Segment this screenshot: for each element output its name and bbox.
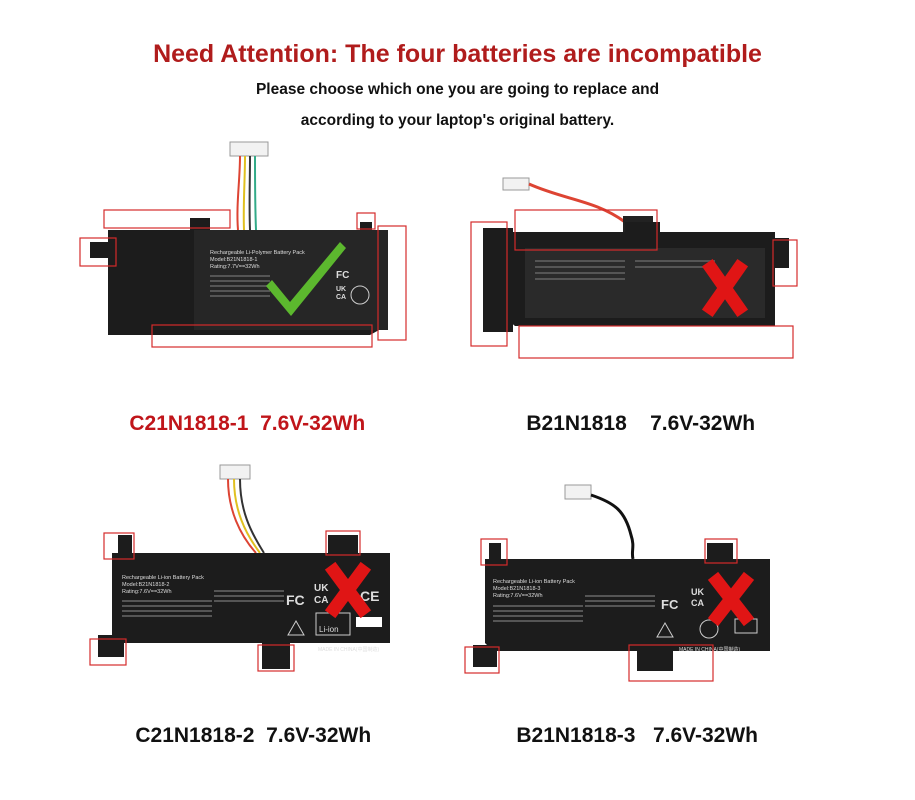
cross-icon — [707, 571, 755, 627]
svg-text:CE: CE — [360, 588, 379, 604]
svg-text:CA: CA — [691, 598, 704, 608]
svg-text:Model:B21N1818-3: Model:B21N1818-3 — [493, 586, 540, 592]
cross-icon — [324, 561, 372, 619]
svg-text:Model:B21N1818-2: Model:B21N1818-2 — [122, 582, 169, 588]
svg-text:CA: CA — [336, 294, 346, 301]
warning-icon — [656, 621, 674, 638]
svg-text:UK: UK — [336, 286, 346, 293]
battery-image-c21n1818-1: Rechargeable Li-Polymer Battery Pack Mod… — [79, 141, 407, 348]
battery-label: Rechargeable Li-ion Battery Pack Model:B… — [493, 579, 758, 653]
instruction-line-1: Please choose which one you are going to… — [255, 81, 660, 98]
battery-label: Rechargeable Li-Polymer Battery Pack Mod… — [210, 250, 370, 305]
svg-text:Li-ion: Li-ion — [319, 625, 339, 634]
svg-text:UK: UK — [314, 583, 329, 594]
svg-text:Rating:7.6V==32Wh: Rating:7.6V==32Wh — [122, 589, 172, 595]
cross-icon — [701, 258, 749, 318]
battery-cable — [564, 484, 635, 560]
battery-model: C21N1818-1 — [129, 412, 249, 435]
warning-icon — [287, 619, 305, 636]
svg-text:Rechargeable Li-Polymer Batter: Rechargeable Li-Polymer Battery Pack — [210, 250, 305, 256]
svg-text:Rating:7.7V==32Wh: Rating:7.7V==32Wh — [210, 264, 260, 270]
battery-option-c21n1818-2[interactable]: Rechargeable Li-ion Battery Pack Model:B… — [0, 455, 450, 747]
battery-option-b21n1818[interactable]: B21N1818 7.6V-32Wh — [455, 130, 915, 435]
battery-model: B21N1818-3 — [516, 724, 636, 747]
check-icon — [266, 242, 346, 316]
battery-image-c21n1818-2: Rechargeable Li-ion Battery Pack Model:B… — [89, 464, 390, 672]
battery-spec: 7.6V-32Wh — [650, 412, 756, 435]
svg-text:FC: FC — [661, 597, 679, 612]
battery-spec: 7.6V-32Wh — [266, 724, 372, 747]
svg-text:CA: CA — [314, 595, 328, 606]
svg-text:MADE IN CHINA(中国制造): MADE IN CHINA(中国制造) — [318, 646, 379, 653]
battery-option-b21n1818-3[interactable]: Rechargeable Li-ion Battery Pack Model:B… — [455, 455, 915, 747]
battery-image-b21n1818 — [470, 177, 798, 359]
battery-label: Rechargeable Li-ion Battery Pack Model:B… — [122, 575, 382, 653]
svg-text:Rechargeable Li-ion Battery Pa: Rechargeable Li-ion Battery Pack — [493, 579, 575, 585]
svg-text:FC: FC — [286, 592, 305, 608]
svg-text:UK: UK — [691, 587, 704, 597]
battery-cable — [219, 464, 265, 554]
battery-cable — [229, 141, 269, 231]
battery-model: B21N1818 — [526, 412, 627, 435]
instruction-line-2: according to your laptop's original batt… — [300, 112, 615, 129]
battery-spec: 7.6V-32Wh — [260, 412, 366, 435]
svg-text:Rating:7.6V==32Wh: Rating:7.6V==32Wh — [493, 593, 543, 599]
page-title: Need Attention: The four batteries are i… — [153, 40, 762, 68]
battery-option-c21n1818-1[interactable]: Rechargeable Li-Polymer Battery Pack Mod… — [0, 130, 450, 435]
svg-text:Model:B21N1818-1: Model:B21N1818-1 — [210, 257, 257, 263]
svg-text:Rechargeable Li-ion Battery Pa: Rechargeable Li-ion Battery Pack — [122, 575, 204, 581]
svg-text:FC: FC — [336, 270, 349, 281]
recycle-icon — [699, 619, 719, 639]
battery-model: C21N1818-2 — [135, 724, 255, 747]
battery-image-b21n1818-3: Rechargeable Li-ion Battery Pack Model:B… — [464, 484, 770, 682]
battery-spec: 7.6V-32Wh — [652, 724, 758, 747]
recycle-icon — [350, 285, 370, 305]
svg-text:MADE IN CHINA(中国制造): MADE IN CHINA(中国制造) — [679, 646, 740, 653]
